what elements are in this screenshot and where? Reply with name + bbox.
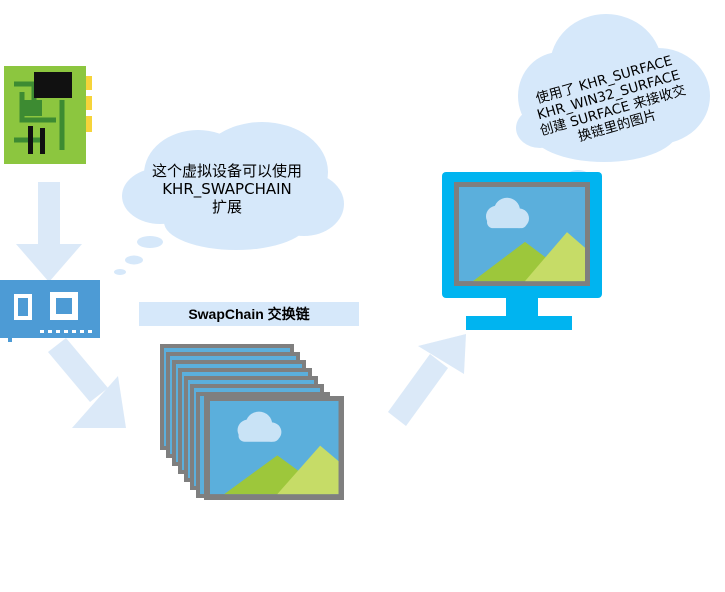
virtual-device-card-icon	[0, 280, 100, 342]
thought-cloud-icon	[114, 122, 344, 275]
gpu-board-icon	[4, 66, 92, 164]
swapchain-label: SwapChain 交换链	[139, 302, 359, 326]
swapchain-images-icon	[160, 344, 344, 500]
arrow-device-to-swapchain	[48, 338, 126, 428]
thought-cloud-icon	[516, 14, 710, 215]
arrow-gpu-to-device	[16, 182, 82, 282]
arrow-swapchain-to-monitor	[388, 334, 466, 426]
monitor-icon	[442, 172, 602, 330]
device-note-text: 这个虚拟设备可以使用 KHR_SWAPCHAIN 扩展	[151, 162, 302, 216]
